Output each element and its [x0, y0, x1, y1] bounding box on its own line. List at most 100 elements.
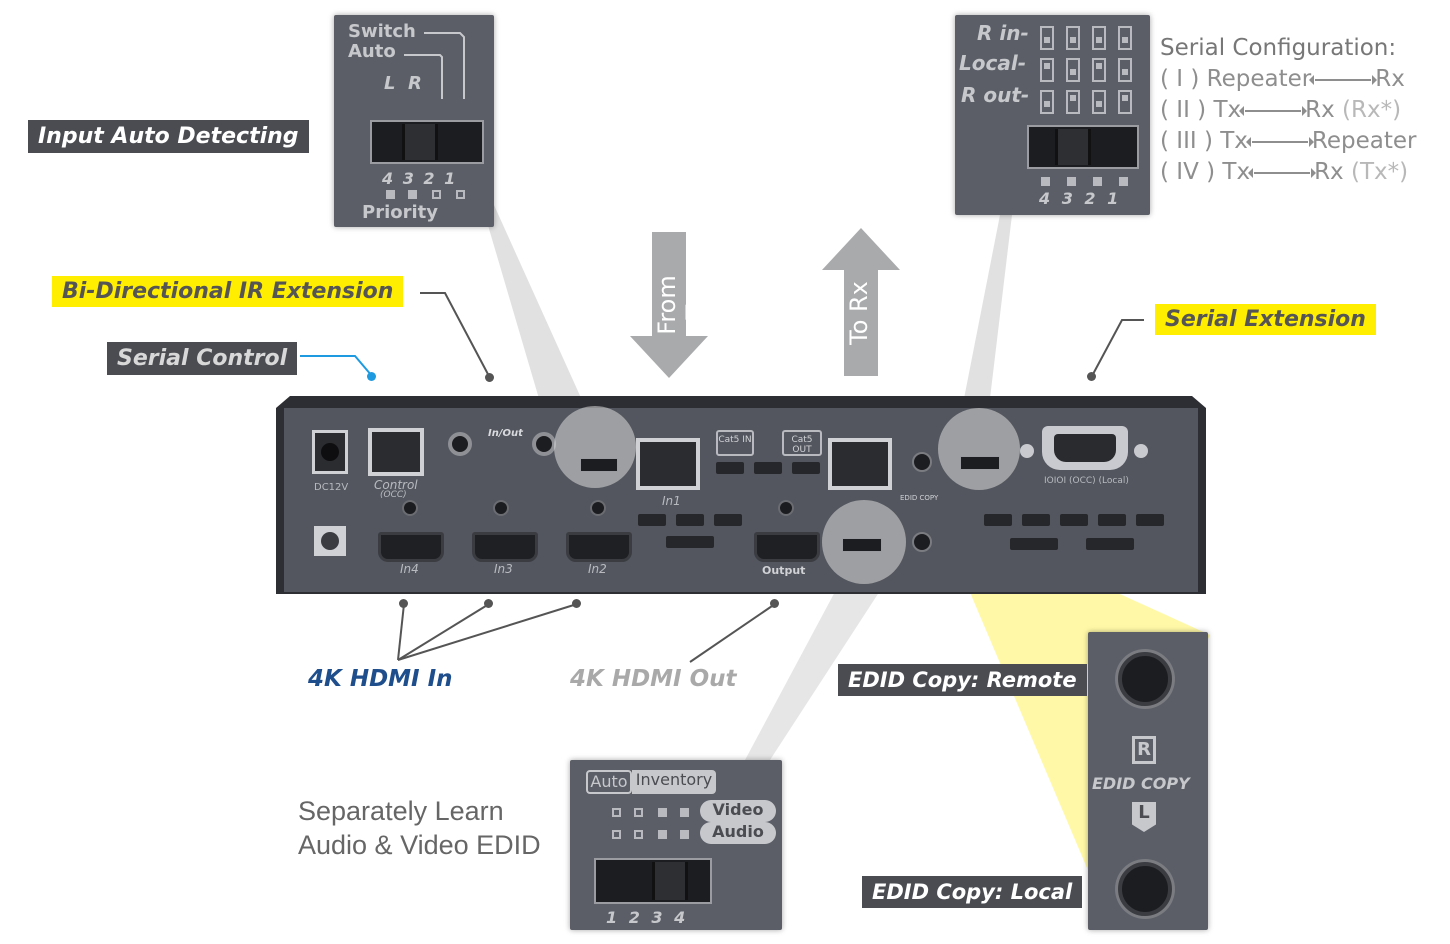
zoom-edid-copy: R EDID COPY L: [1088, 632, 1208, 930]
in-out-label: In/Out: [488, 428, 523, 439]
ir-jack-2[interactable]: [532, 432, 556, 456]
serial-extension-tag: Serial Extension: [1155, 304, 1376, 335]
control-label: Control: [374, 478, 418, 492]
video-square-1: [612, 808, 621, 817]
edid-learn-beam: [745, 545, 900, 760]
row-num: ( IV ): [1160, 159, 1216, 185]
to-rx-label: To Rx: [845, 281, 873, 345]
priority-square-2: [432, 190, 441, 199]
control-sub-label: (OCC): [380, 490, 407, 500]
ground-terminal[interactable]: [314, 526, 346, 556]
switch-bracket-lines: [404, 32, 465, 99]
edid-local-button[interactable]: [1118, 862, 1172, 916]
device-edid-slider[interactable]: [842, 538, 882, 552]
hdmi-in2-dot: [572, 599, 581, 608]
double-arrow-icon: [1248, 167, 1317, 178]
video-square-2: [634, 808, 643, 817]
dc12v-label: DC12V: [314, 482, 349, 493]
audio-pill: Audio: [700, 822, 776, 844]
edid-local-button-small[interactable]: [912, 532, 932, 552]
hdmi-in3-port[interactable]: [472, 532, 538, 562]
screw: [402, 500, 418, 516]
row-right: Rx: [1314, 159, 1344, 185]
hdmi-in2-port[interactable]: [566, 532, 632, 562]
audio-square-4: [680, 830, 689, 839]
serial-extension-line: [1091, 319, 1144, 377]
auto-text: Auto: [348, 41, 396, 62]
screw: [493, 500, 509, 516]
serial-extension-dot: [1087, 372, 1096, 381]
cat5-in-label: Cat5 IN: [716, 430, 754, 456]
led-slot: [638, 514, 666, 526]
serial-mode-slider-knob[interactable]: [1055, 129, 1091, 165]
separately-learn-line1: Separately Learn: [298, 796, 504, 826]
hdmi-in4-port[interactable]: [378, 532, 444, 562]
serial-numbers: 4 3 2 1: [1039, 189, 1122, 208]
in2-label: In2: [588, 562, 607, 576]
led-slot: [716, 462, 744, 474]
row-note: (Rx*): [1342, 97, 1402, 123]
input-auto-detecting-tag: Input Auto Detecting: [28, 120, 309, 153]
in4-label: In4: [400, 562, 419, 576]
hdmi-in-line-1: [397, 603, 405, 661]
video-square-3: [658, 808, 667, 817]
control-port[interactable]: [368, 428, 424, 476]
ir-jack-1[interactable]: [448, 432, 472, 456]
cat5-in-port[interactable]: [636, 438, 700, 490]
device-serial-slider[interactable]: [960, 456, 1000, 470]
led-slot: [714, 514, 742, 526]
edid-remote-tag: EDID Copy: Remote: [838, 664, 1087, 696]
device-priority-slider[interactable]: [580, 458, 618, 472]
ir-line: [420, 292, 491, 379]
double-arrow-icon: [1309, 74, 1378, 85]
serial-db9-port[interactable]: [1042, 426, 1128, 470]
l-text: L: [384, 73, 396, 94]
serial-mode-slider[interactable]: [1027, 125, 1139, 169]
hdmi-in-line-3: [397, 603, 578, 661]
serial-square-2: [1093, 177, 1102, 186]
audio-square-2: [634, 830, 643, 839]
r-out-text: R out-: [961, 83, 1030, 107]
serial-switch-highlight: [938, 408, 1020, 490]
inventory-box: Inventory: [632, 770, 716, 794]
video-square-4: [680, 808, 689, 817]
row-num: ( II ): [1160, 97, 1207, 123]
led-slot: [984, 514, 1012, 526]
row-num: ( I ): [1160, 66, 1200, 92]
db9-screw-right: [1134, 444, 1148, 458]
led-slot: [754, 462, 782, 474]
led-slot-wide: [666, 536, 714, 548]
hdmi-in4-dot: [399, 599, 408, 608]
r-text: R: [408, 73, 422, 94]
edid-copy-text: EDID COPY: [1092, 774, 1190, 793]
in1-label: In1: [662, 494, 681, 508]
edid-copy-device-label: EDID COPY: [900, 494, 939, 502]
row-left: Tx: [1222, 159, 1251, 185]
dc-power-jack[interactable]: [312, 430, 348, 474]
edid-remote-button[interactable]: [1118, 652, 1172, 706]
serial-config-title: Serial Configuration:: [1160, 35, 1397, 61]
edid-learn-slider[interactable]: [594, 858, 712, 904]
hdmi-out-line: [689, 603, 776, 663]
output-label: Output: [762, 564, 806, 577]
priority-slider[interactable]: [370, 120, 484, 164]
edid-learn-slider-knob[interactable]: [652, 862, 688, 900]
led-slot: [1022, 514, 1050, 526]
in3-label: In3: [494, 562, 513, 576]
led-slot: [676, 514, 704, 526]
audio-square-1: [612, 830, 621, 839]
auto-box: Auto: [586, 770, 632, 794]
hdmi-output-port[interactable]: [754, 532, 820, 562]
local-serial-label: IOIOI (OCC) (Local): [1044, 476, 1129, 486]
edid-remote-button-small[interactable]: [912, 452, 932, 472]
priority-slider-knob[interactable]: [402, 124, 438, 160]
row-left: Repeater: [1206, 66, 1312, 92]
edid-local-tag: EDID Copy: Local: [862, 876, 1083, 908]
priority-square-4: [386, 190, 395, 199]
serial-dip-grid: [1040, 26, 1132, 114]
cat5-out-port[interactable]: [828, 438, 892, 490]
switch-highlight: [554, 406, 636, 488]
hdmi-in-label: 4K HDMI In: [308, 666, 453, 692]
serial-control-dot: [367, 372, 376, 381]
from-tx-arrow: [630, 232, 708, 378]
